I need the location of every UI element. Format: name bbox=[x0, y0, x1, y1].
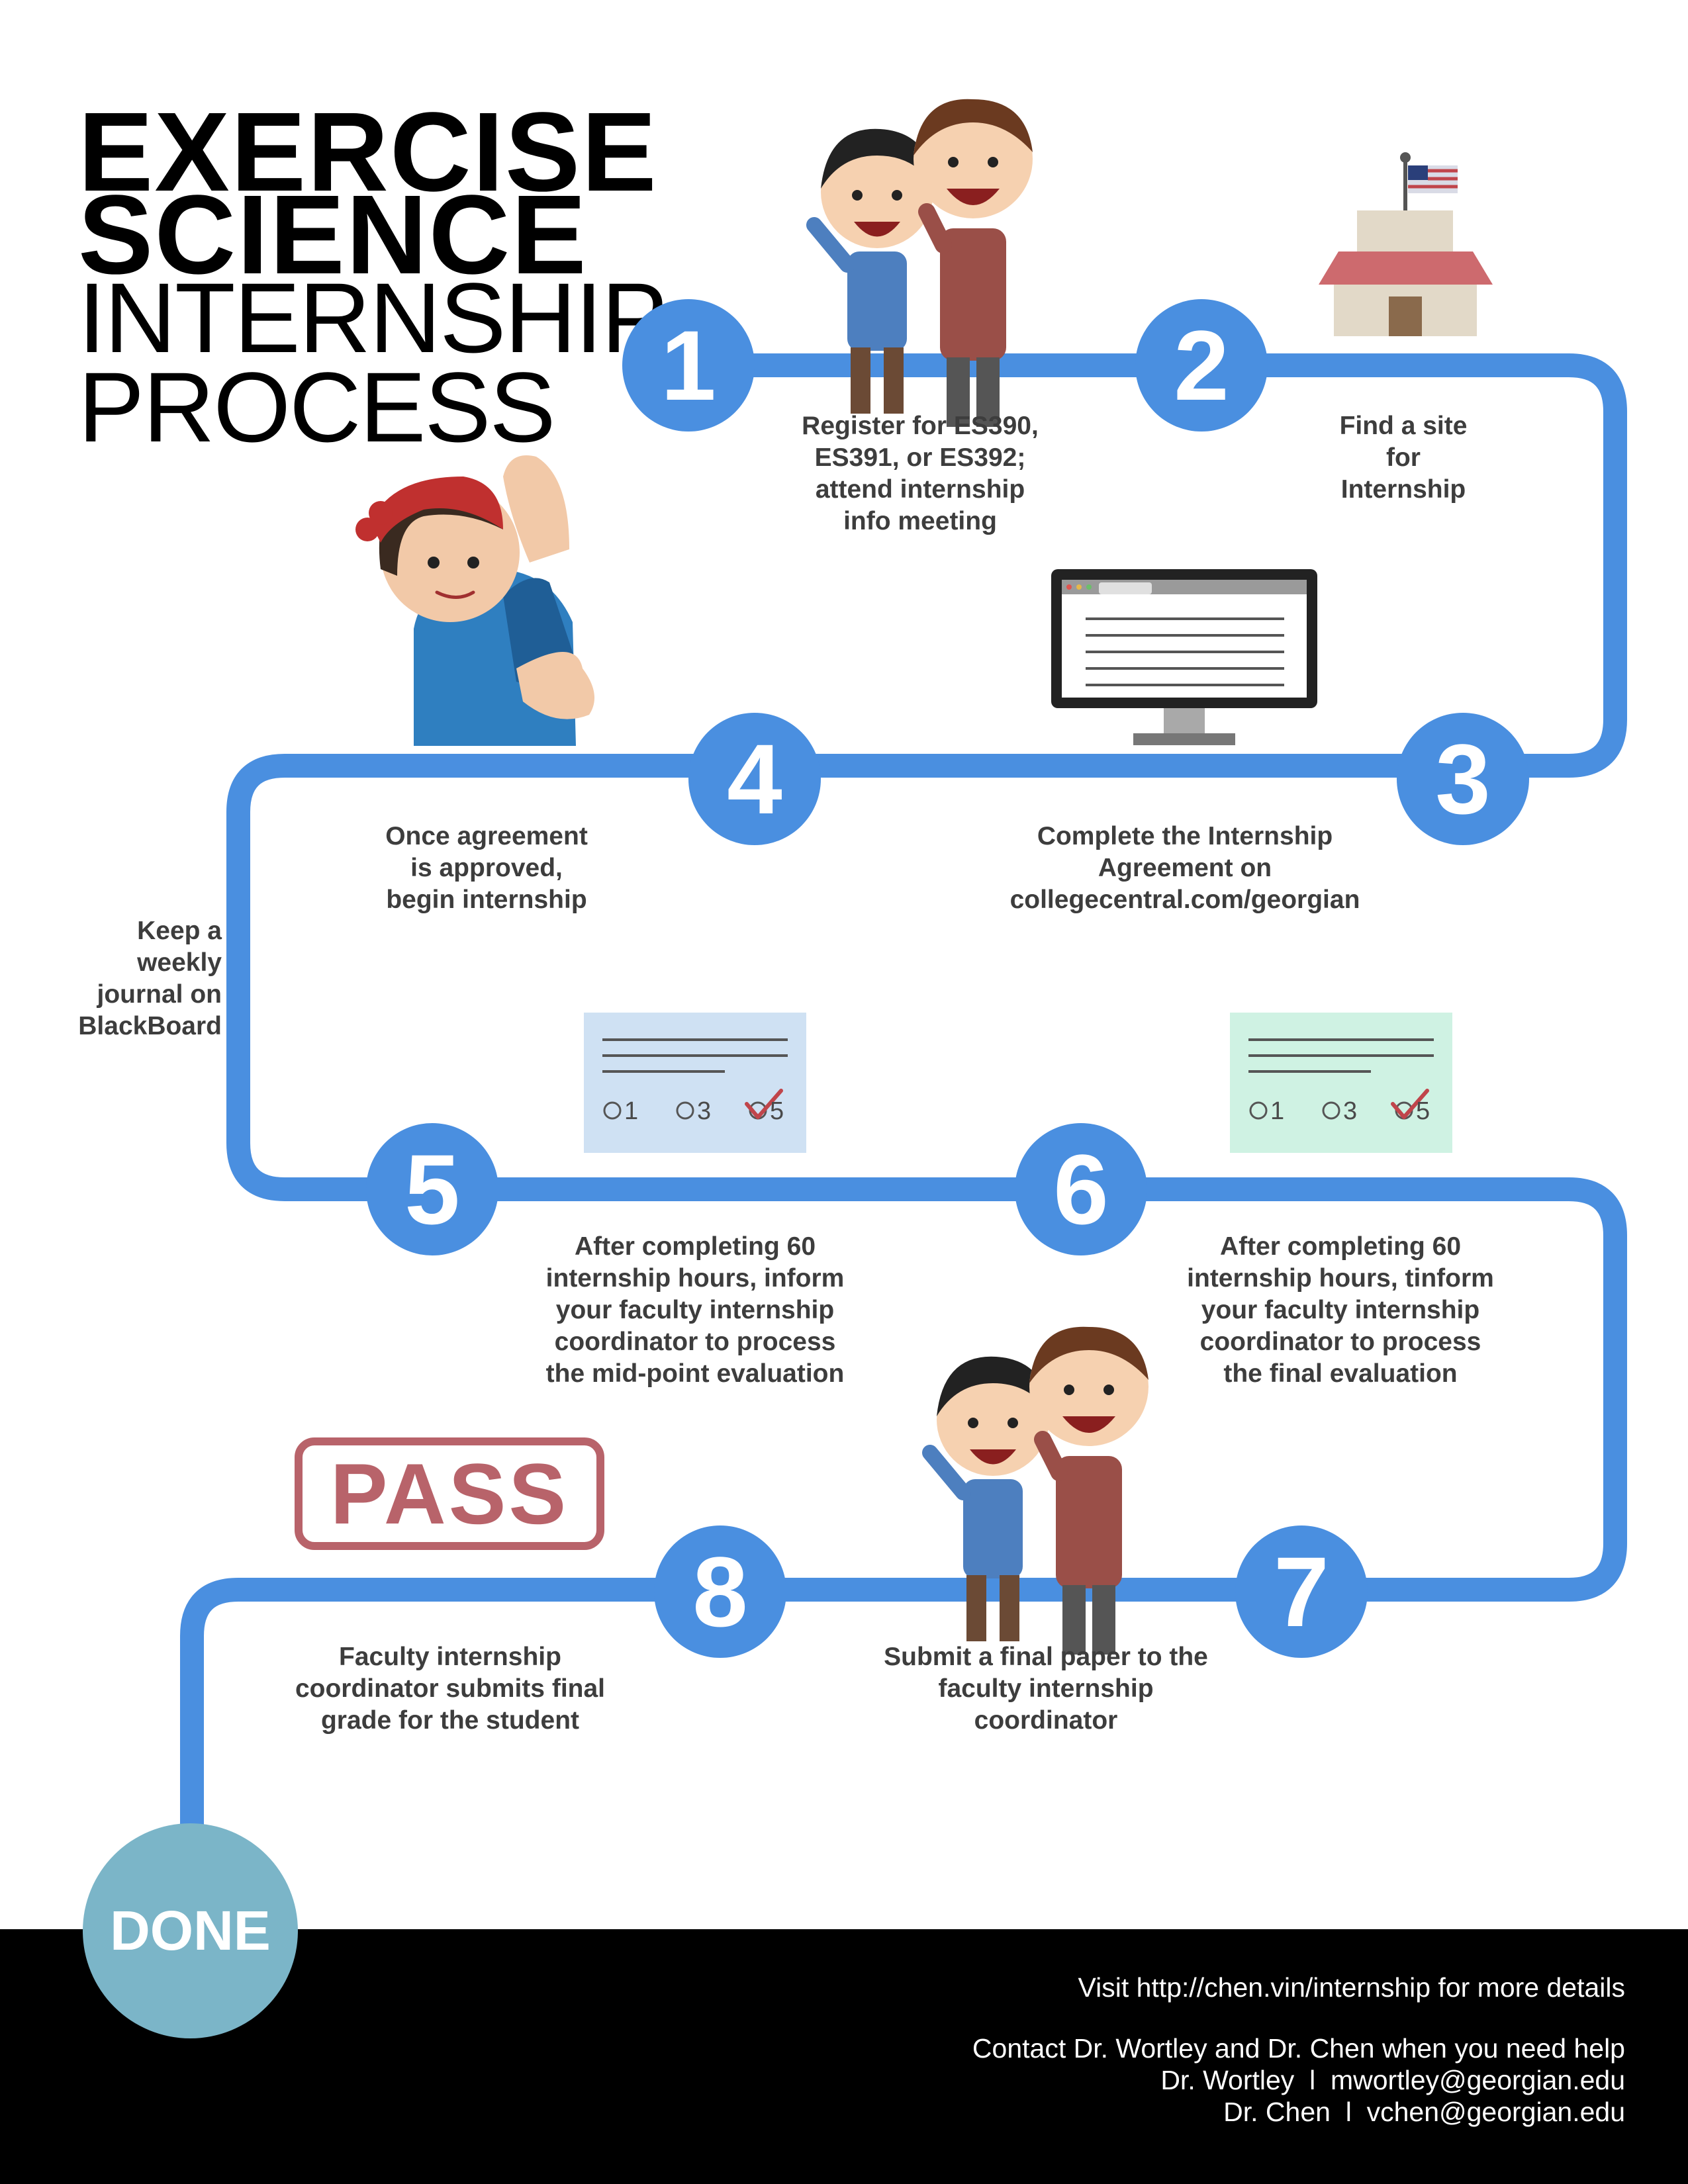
step-8-text: Faculty internship coordinator submits f… bbox=[295, 1643, 606, 1735]
step-1-circle: 1 bbox=[622, 299, 755, 432]
rating-card-midpoint bbox=[584, 1013, 806, 1153]
short-person bbox=[806, 128, 933, 414]
two-people-illustration-top bbox=[806, 99, 1033, 427]
flexing-woman-illustration bbox=[355, 455, 594, 746]
done-circle: DONE bbox=[83, 1823, 298, 2038]
step-8-circle: 8 bbox=[654, 1525, 786, 1658]
step-5-circle: 5 bbox=[366, 1123, 498, 1255]
process-path bbox=[180, 353, 1627, 1852]
journal-side-note: Keep a weekly journal on BlackBoard bbox=[78, 917, 222, 1040]
step-7-text: Submit a final paper to the faculty inte… bbox=[884, 1643, 1208, 1735]
short-person bbox=[922, 1356, 1049, 1641]
title-line-science: SCIENCE bbox=[78, 172, 588, 298]
rating-option-3: 3 bbox=[1343, 1097, 1358, 1125]
rating-card-bg bbox=[584, 1013, 806, 1153]
step-6-text: After completing 60 internship hours, ti… bbox=[1187, 1232, 1494, 1388]
rating-card-bg bbox=[1230, 1013, 1452, 1153]
footer-contact-text: Contact Dr. Wortley and Dr. Chen when yo… bbox=[972, 2033, 1625, 2064]
step-1-text: Register for ES390, ES391, or ES392; att… bbox=[802, 412, 1039, 535]
rating-option-5: 5 bbox=[770, 1097, 784, 1125]
two-people-illustration-bottom bbox=[922, 1326, 1149, 1655]
step-2-text: Find a site for Internship bbox=[1339, 412, 1468, 504]
pass-stamp-label: PASS bbox=[330, 1445, 569, 1542]
step-4-circle: 4 bbox=[688, 713, 821, 845]
tall-person bbox=[914, 99, 1033, 427]
rating-option-3: 3 bbox=[697, 1097, 712, 1125]
computer-monitor-illustration bbox=[1051, 569, 1317, 745]
footer-wortley-contact[interactable]: Dr. Wortley l mwortley@georgian.edu bbox=[1160, 2065, 1625, 2095]
footer-chen-contact[interactable]: Dr. Chen l vchen@georgian.edu bbox=[1223, 2097, 1625, 2127]
pass-stamp: PASS bbox=[295, 1437, 604, 1550]
title-line-process: PROCESS bbox=[78, 351, 556, 463]
title-line-internship: INTERNSHIP bbox=[78, 262, 667, 373]
footer-visit-link[interactable]: Visit http://chen.vin/internship for mor… bbox=[1078, 1972, 1626, 2003]
rating-option-5: 5 bbox=[1416, 1097, 1430, 1125]
step-5-text: After completing 60 internship hours, in… bbox=[545, 1232, 845, 1388]
school-building-illustration bbox=[1319, 152, 1493, 336]
step-3-circle: 3 bbox=[1397, 713, 1529, 845]
tall-person bbox=[1029, 1326, 1149, 1655]
rating-option-1: 1 bbox=[1270, 1097, 1285, 1125]
title-line-exercise: EXERCISE bbox=[78, 89, 658, 215]
rating-card-final bbox=[1230, 1013, 1452, 1153]
step-3-text: Complete the Internship Agreement on col… bbox=[1009, 822, 1360, 914]
step-7-circle: 7 bbox=[1235, 1525, 1368, 1658]
rating-option-1: 1 bbox=[624, 1097, 639, 1125]
step-6-circle: 6 bbox=[1015, 1123, 1147, 1255]
step-4-text: Once agreement is approved, begin intern… bbox=[385, 822, 588, 914]
done-label: DONE bbox=[110, 1899, 271, 1962]
step-2-circle: 2 bbox=[1135, 299, 1268, 432]
